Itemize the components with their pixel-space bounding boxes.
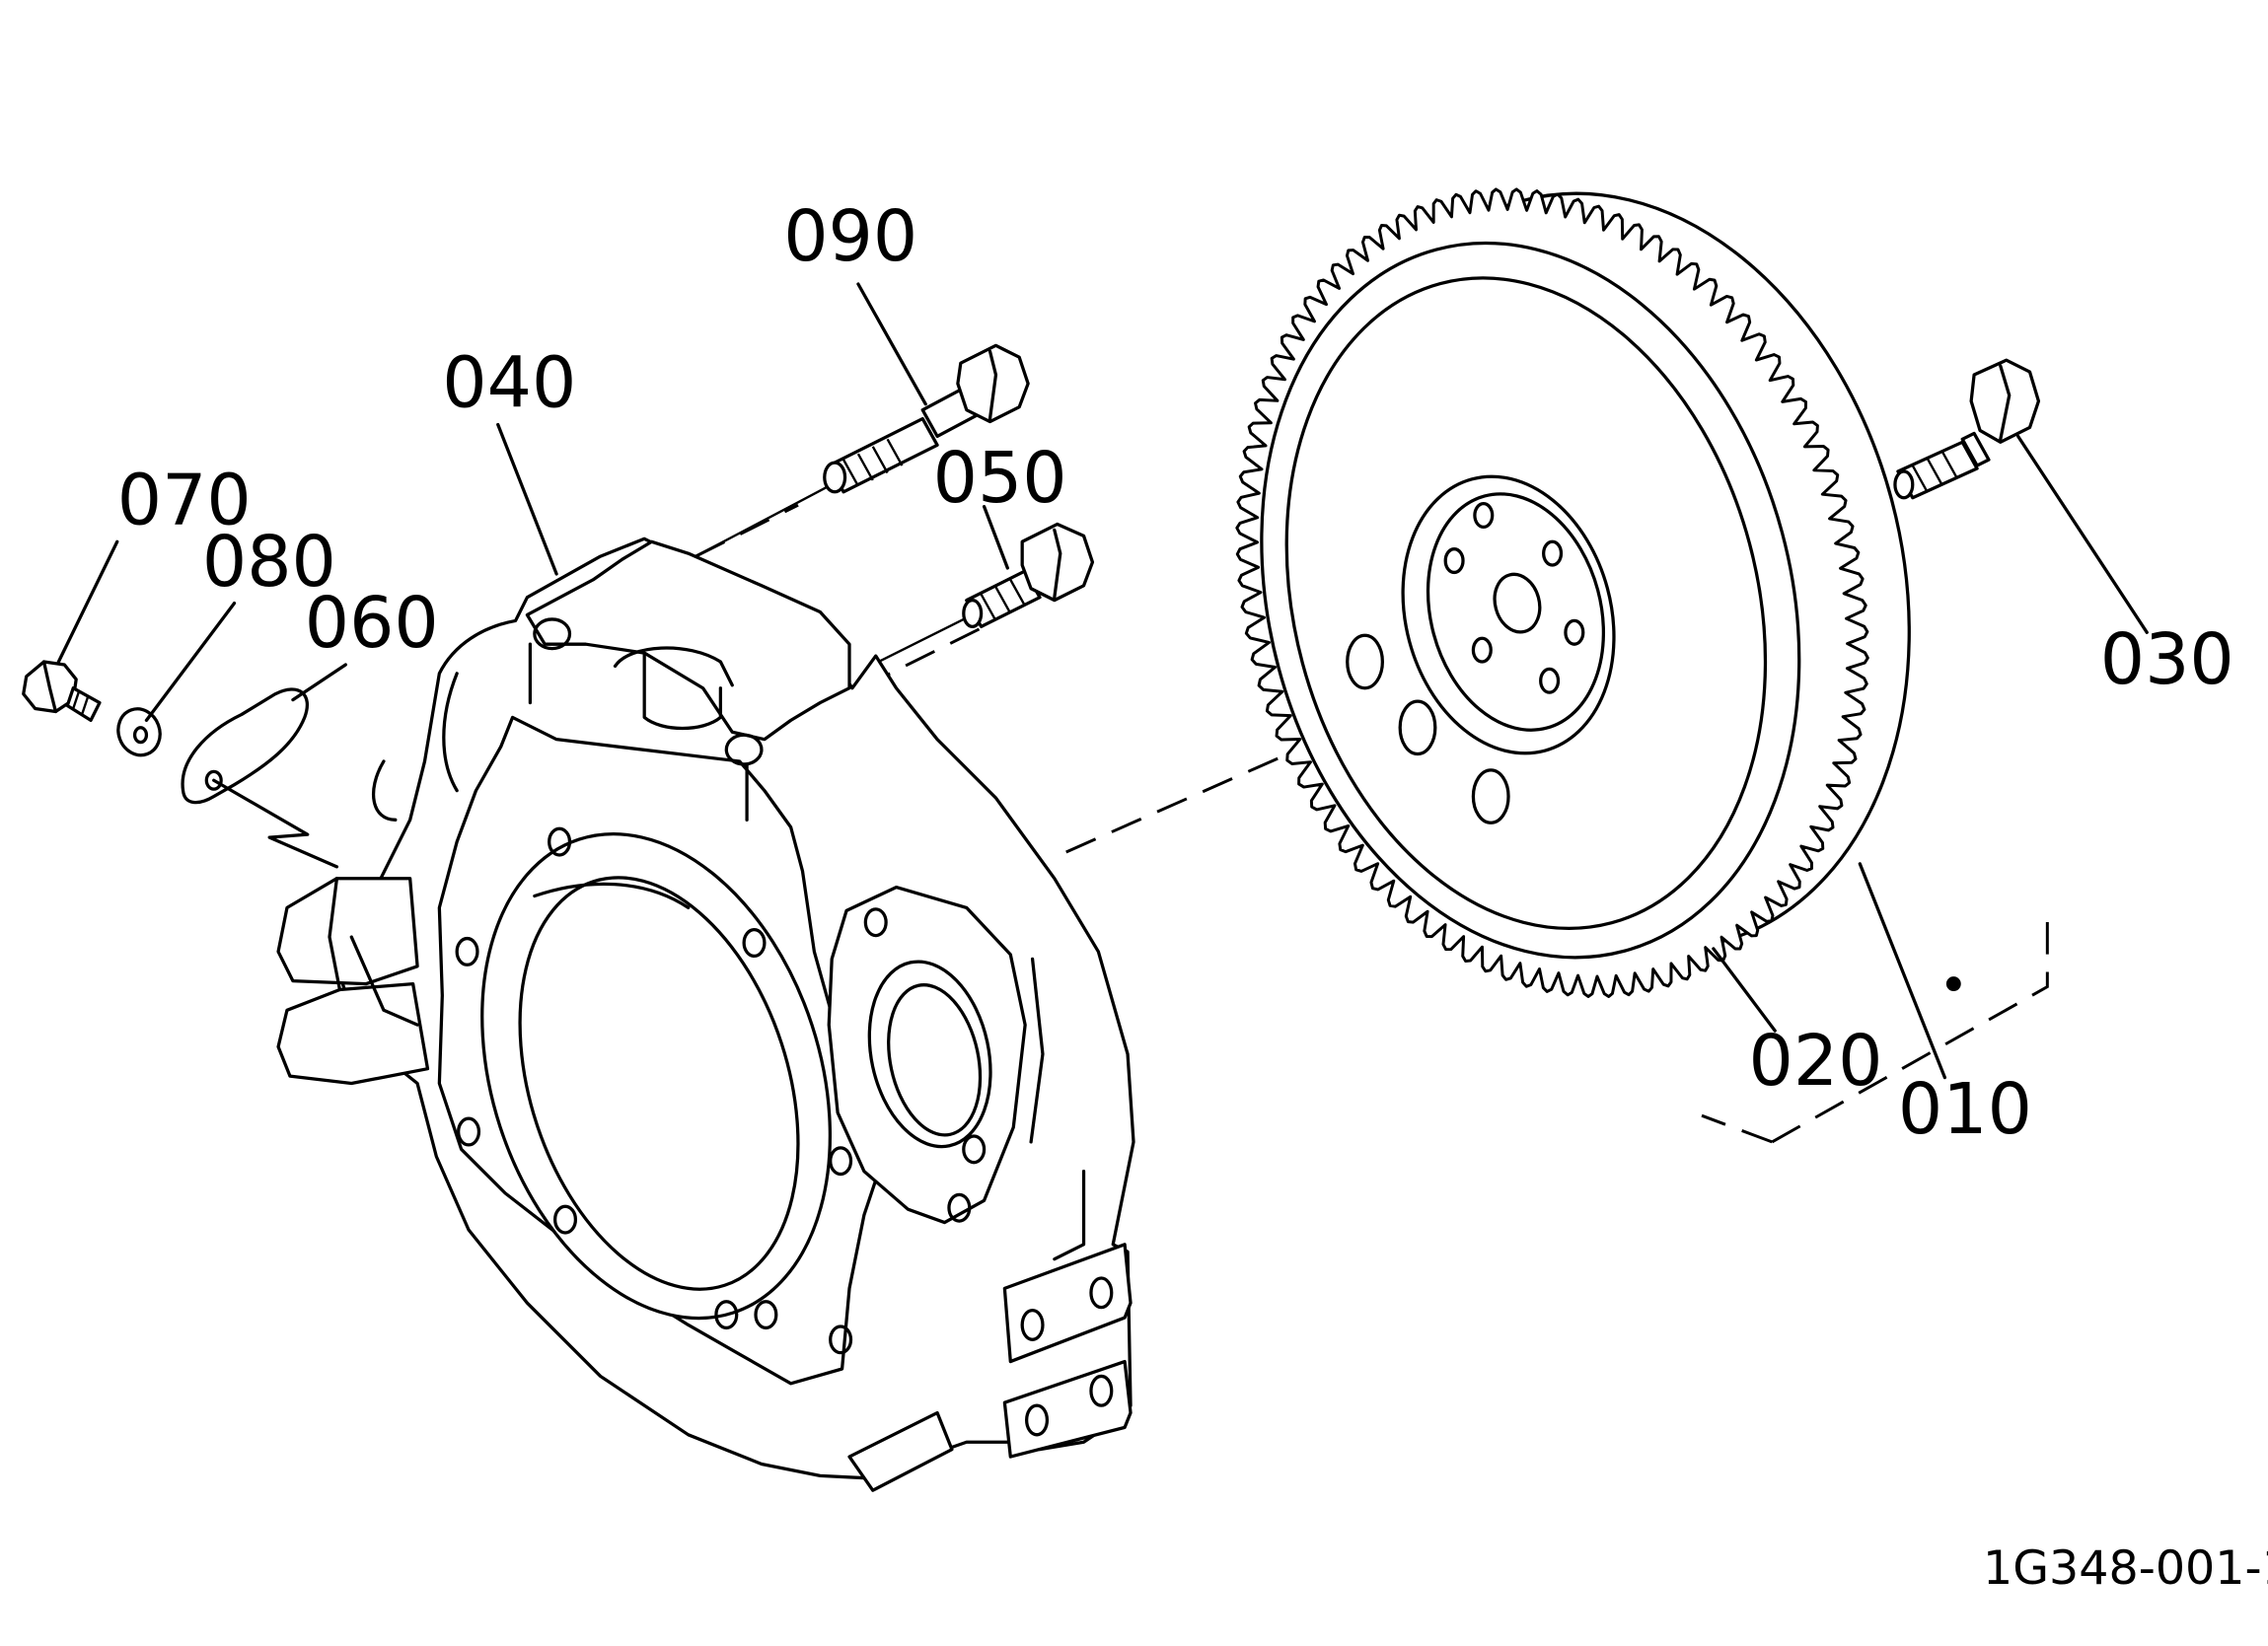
flywheel-bolt [1893, 358, 2041, 500]
label-part-050: 050 [933, 437, 1067, 519]
label-part-020: 020 [1748, 1020, 1882, 1102]
label-part-080: 080 [202, 521, 336, 603]
flywheel-housing [276, 537, 1135, 1492]
washer [116, 707, 162, 757]
label-part-040: 040 [442, 342, 576, 424]
label-part-010: 010 [1898, 1068, 2032, 1150]
housing-stud-bolt [823, 343, 1030, 494]
cover-plate [181, 687, 339, 869]
label-part-030: 030 [2100, 618, 2234, 700]
flywheel-face-holes [1346, 633, 1510, 824]
housing-bolt-holes [455, 826, 987, 1355]
figure-id: 1G348-001-11 [1983, 1541, 2268, 1596]
flywheel-assembly [1235, 187, 1911, 998]
leader-lines [56, 282, 2149, 1080]
part-labels: 090 040 050 070 080 060 030 020 010 [117, 195, 2234, 1150]
assembly-bracket [1701, 907, 2049, 1144]
label-part-090: 090 [783, 195, 917, 277]
reference-dot [1945, 976, 1961, 992]
hub-bolt-holes [1443, 502, 1585, 694]
label-part-060: 060 [305, 582, 439, 664]
label-part-070: 070 [117, 459, 252, 540]
cover-bolt [22, 660, 102, 723]
housing-bolt [962, 522, 1095, 628]
